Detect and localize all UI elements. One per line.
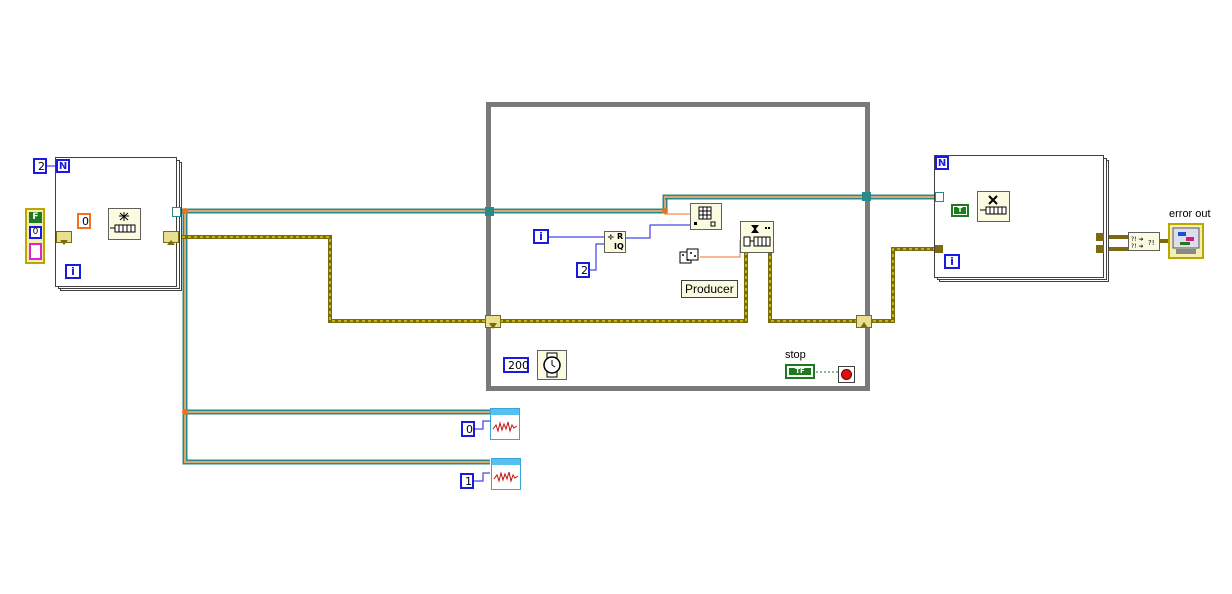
queue-size-constant[interactable]: 0	[77, 213, 91, 229]
stop-label: stop	[785, 349, 806, 361]
remainder-label: R	[617, 232, 624, 241]
waveform-icon	[493, 471, 519, 483]
enqueue-icon	[743, 225, 771, 247]
iteration-terminal: i	[65, 264, 81, 279]
error-out-label: error out	[1169, 208, 1211, 220]
producer-while-loop[interactable]	[486, 102, 870, 391]
wait-ms-constant[interactable]: 200	[503, 357, 529, 373]
error-shift-register-out[interactable]	[856, 315, 872, 328]
queue-tunnel-out[interactable]	[862, 192, 871, 201]
build-array-node[interactable]	[690, 203, 722, 230]
quotient-label: IQ	[614, 242, 624, 251]
status-boolean-icon: F	[29, 212, 42, 223]
svg-text:?! ➔: ?! ➔	[1131, 243, 1144, 250]
svg-text:?! ➔: ?! ➔	[1131, 236, 1144, 243]
merge-errors-icon: ?! ➔ ?! ➔ ?!	[1131, 236, 1155, 250]
waveform-chart-0[interactable]	[490, 408, 520, 440]
graph-index-1-constant[interactable]: 1	[460, 473, 474, 489]
stop-terminal-text: TF	[789, 368, 811, 375]
right-error-tunnel-out-1[interactable]	[1096, 233, 1104, 241]
error-cluster-icon	[1172, 227, 1200, 254]
svg-text:?!: ?!	[1148, 239, 1155, 247]
right-queue-tunnel[interactable]	[935, 192, 944, 202]
stop-sign-icon	[841, 369, 852, 380]
right-error-tunnel-in[interactable]	[935, 245, 943, 253]
error-shift-register-in[interactable]	[485, 315, 501, 329]
random-number-icon[interactable]	[678, 247, 700, 267]
right-loop-count-terminal: N	[935, 156, 949, 170]
code-number: 0	[29, 226, 42, 239]
loop-condition-stop[interactable]	[838, 366, 855, 383]
array-icon	[694, 206, 716, 227]
error-shift-register-right[interactable]	[163, 231, 179, 245]
error-out-indicator[interactable]	[1168, 223, 1204, 259]
stop-button-terminal[interactable]: TF	[785, 364, 815, 379]
release-queue-node[interactable]	[977, 191, 1010, 222]
right-error-tunnel-out-2[interactable]	[1096, 245, 1104, 253]
waveform-icon	[492, 421, 518, 433]
while-iteration-terminal: i	[533, 229, 549, 244]
source-string	[29, 243, 42, 260]
enqueue-element-node[interactable]	[740, 221, 774, 253]
loop-count-constant[interactable]: 2	[33, 158, 47, 174]
obtain-queue-node[interactable]	[108, 208, 141, 240]
true-constant[interactable]: T	[951, 204, 969, 217]
queue-tunnel[interactable]	[172, 207, 181, 217]
quotient-remainder-node[interactable]: ÷ R IQ	[604, 231, 626, 253]
waveform-chart-1[interactable]	[491, 458, 521, 490]
divide-icon: ÷	[607, 233, 615, 243]
graph-index-0-constant[interactable]: 0	[461, 421, 475, 437]
release-queue-icon	[980, 195, 1007, 215]
watch-icon	[543, 352, 561, 378]
divisor-constant[interactable]: 2	[576, 262, 590, 278]
true-constant-text: T	[954, 207, 966, 214]
merge-errors-node[interactable]: ?! ➔ ?! ➔ ?!	[1128, 232, 1160, 251]
error-shift-register-left[interactable]	[56, 231, 72, 245]
obtain-queue-icon	[110, 212, 136, 233]
right-iteration-terminal: i	[944, 254, 960, 269]
error-cluster-constant[interactable]: F 0	[25, 208, 45, 264]
producer-label: Producer	[681, 280, 738, 298]
loop-count-terminal: N	[56, 159, 70, 173]
wait-ms-node[interactable]	[537, 350, 567, 380]
queue-tunnel-in[interactable]	[485, 207, 494, 216]
